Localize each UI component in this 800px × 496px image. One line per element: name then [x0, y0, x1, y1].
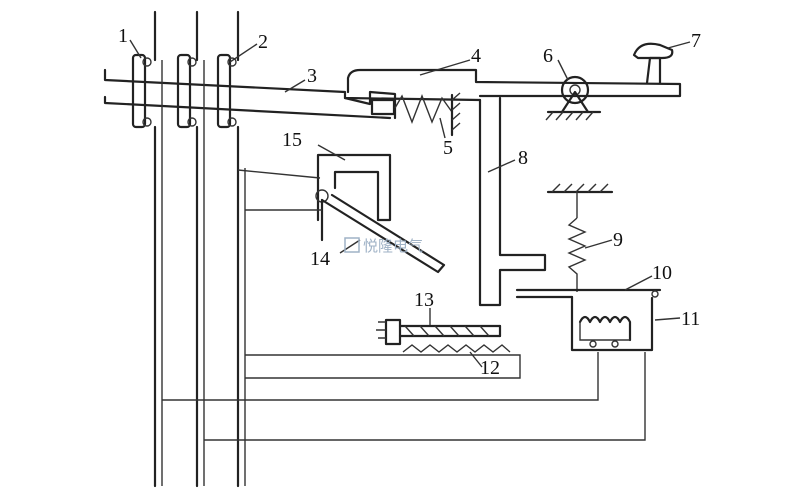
label-2: 2 [258, 31, 268, 53]
spring-5 [394, 92, 461, 137]
armature-magnet [515, 288, 662, 352]
watermark: 悦隆电气 [344, 237, 423, 255]
label-10: 10 [652, 262, 672, 284]
label-9: 9 [613, 229, 623, 251]
label-4: 4 [471, 45, 481, 67]
label-14: 14 [310, 248, 330, 270]
label-12: 12 [480, 357, 500, 379]
power-lines-top [153, 10, 240, 62]
bimetal-13 [376, 318, 502, 346]
pivot-6 [545, 75, 602, 121]
label-1: 1 [118, 25, 128, 47]
leader-lines [129, 39, 691, 368]
heater-12 [402, 344, 511, 353]
label-13: 13 [414, 289, 434, 311]
circuit-wiring [153, 60, 646, 488]
spring-9 [546, 183, 614, 292]
trip-lever-14-15 [315, 153, 446, 274]
main-contacts [131, 53, 237, 129]
label-7: 7 [691, 30, 701, 52]
label-6: 6 [543, 45, 553, 67]
label-15: 15 [282, 129, 302, 151]
part-labels: 1 2 3 4 5 6 7 8 9 10 11 12 13 14 15 [118, 25, 701, 379]
main-shaft [103, 68, 482, 120]
label-5: 5 [443, 137, 453, 159]
label-8: 8 [518, 147, 528, 169]
watermark-logo [344, 237, 360, 253]
lever-8 [478, 96, 547, 307]
handle-7 [632, 42, 674, 85]
watermark-text: 悦隆电气 [363, 237, 423, 255]
label-11: 11 [681, 308, 700, 330]
label-3: 3 [307, 65, 317, 87]
latch-hook [343, 68, 682, 120]
